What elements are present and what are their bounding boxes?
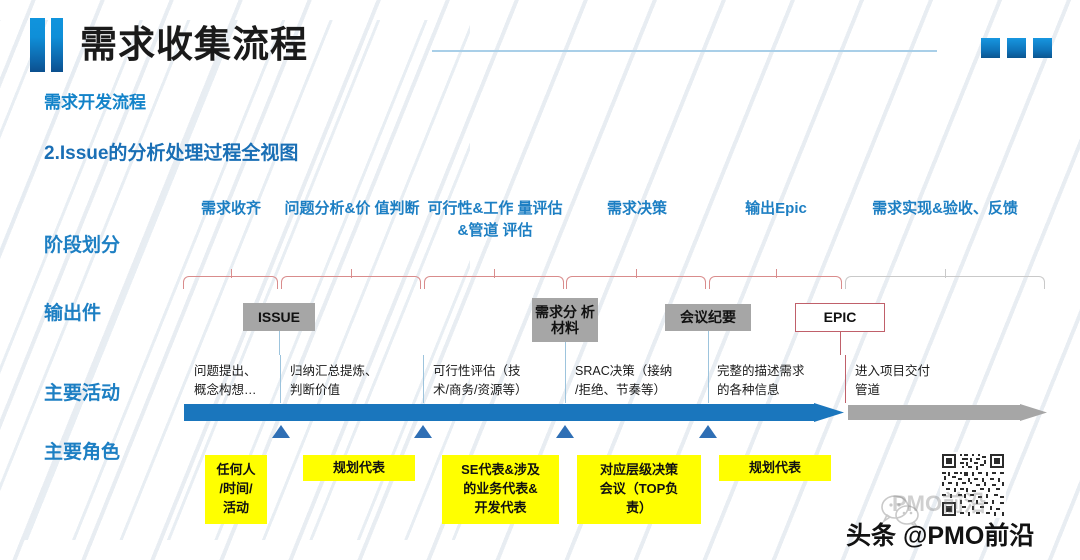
subtitle-secondary: 2.Issue的分析处理过程全视图	[44, 143, 299, 164]
artifact-stem-epic	[840, 332, 841, 355]
role-marker-triangle-1	[272, 425, 290, 438]
stage-title-5: 输出Epic	[745, 200, 807, 217]
stage-bracket-6	[845, 269, 1045, 289]
stage-bracket-3	[424, 269, 564, 289]
activity-text-2: 归纳汇总提炼、 判断价值	[290, 364, 378, 397]
activity-text-6: 进入项目交付 管道	[855, 364, 931, 397]
role-box-5[interactable]: 规划代表	[719, 455, 831, 481]
stage-title-1: 需求收齐	[200, 200, 261, 217]
activity-divider-3	[565, 355, 566, 403]
qr-code-icon	[940, 452, 1006, 518]
artifact-stem-minutes	[708, 331, 709, 355]
role-box-4[interactable]: 对应层级决策 会议（TOP负 责）	[577, 455, 701, 524]
artifact-chip-epic[interactable]: EPIC	[795, 303, 885, 332]
activity-text-3: 可行性评估（技 术/商务/资源等）	[433, 364, 528, 397]
subtitle-primary: 需求开发流程	[44, 93, 146, 112]
activity-text-4: SRAC决策（接纳 /拒绝、节奏等）	[575, 364, 673, 397]
activity-divider-2	[423, 355, 424, 403]
stage-title-4: 需求决策	[606, 200, 667, 217]
activity-text-5: 完整的描述需求 的各种信息	[717, 364, 805, 397]
artifact-chip-minutes[interactable]: 会议纪要	[665, 304, 751, 331]
stage-title-3: 可行性&工作 量评估&管道 评估	[427, 200, 563, 239]
process-arrow-gray	[848, 404, 1047, 421]
watermark-text: 头条 @PMO前沿	[846, 522, 1035, 550]
stage-title-6: 需求实现&验收、反馈	[872, 200, 1018, 217]
row-label-activities: 主要活动	[44, 383, 121, 404]
stage-title-2: 问题分析&价 值判断	[284, 200, 420, 217]
role-marker-triangle-2	[414, 425, 432, 438]
row-label-outputs: 输出件	[44, 303, 102, 324]
artifact-chip-issue[interactable]: ISSUE	[243, 303, 315, 331]
role-marker-triangle-4	[699, 425, 717, 438]
header-squares-icon	[981, 38, 1052, 58]
title-accent-bars-icon	[30, 18, 70, 72]
activity-divider-5	[845, 355, 846, 403]
stage-bracket-5	[709, 269, 842, 289]
stage-bracket-1	[183, 269, 278, 289]
activity-text-1: 问题提出、 概念构想…	[194, 364, 257, 397]
watermark-ghost-text: PMO前沿	[892, 491, 987, 516]
artifact-stem-issue	[279, 331, 280, 355]
stage-bracket-2	[281, 269, 421, 289]
activity-divider-4	[708, 355, 709, 403]
page-title: 需求收集流程	[80, 24, 308, 65]
row-label-stages: 阶段划分	[44, 235, 121, 256]
header-divider-line	[432, 50, 937, 52]
wechat-icon	[880, 494, 920, 528]
role-marker-triangle-3	[556, 425, 574, 438]
process-arrow-blue	[184, 403, 844, 422]
activity-divider-1	[280, 355, 281, 403]
artifact-stem-analysis	[565, 342, 566, 355]
stage-bracket-4	[566, 269, 706, 289]
row-label-roles: 主要角色	[44, 442, 121, 463]
role-box-2[interactable]: 规划代表	[303, 455, 415, 481]
role-box-1[interactable]: 任何人 /时间/ 活动	[205, 455, 267, 524]
artifact-chip-analysis[interactable]: 需求分 析材料	[532, 298, 598, 342]
role-box-3[interactable]: SE代表&涉及 的业务代表& 开发代表	[442, 455, 559, 524]
